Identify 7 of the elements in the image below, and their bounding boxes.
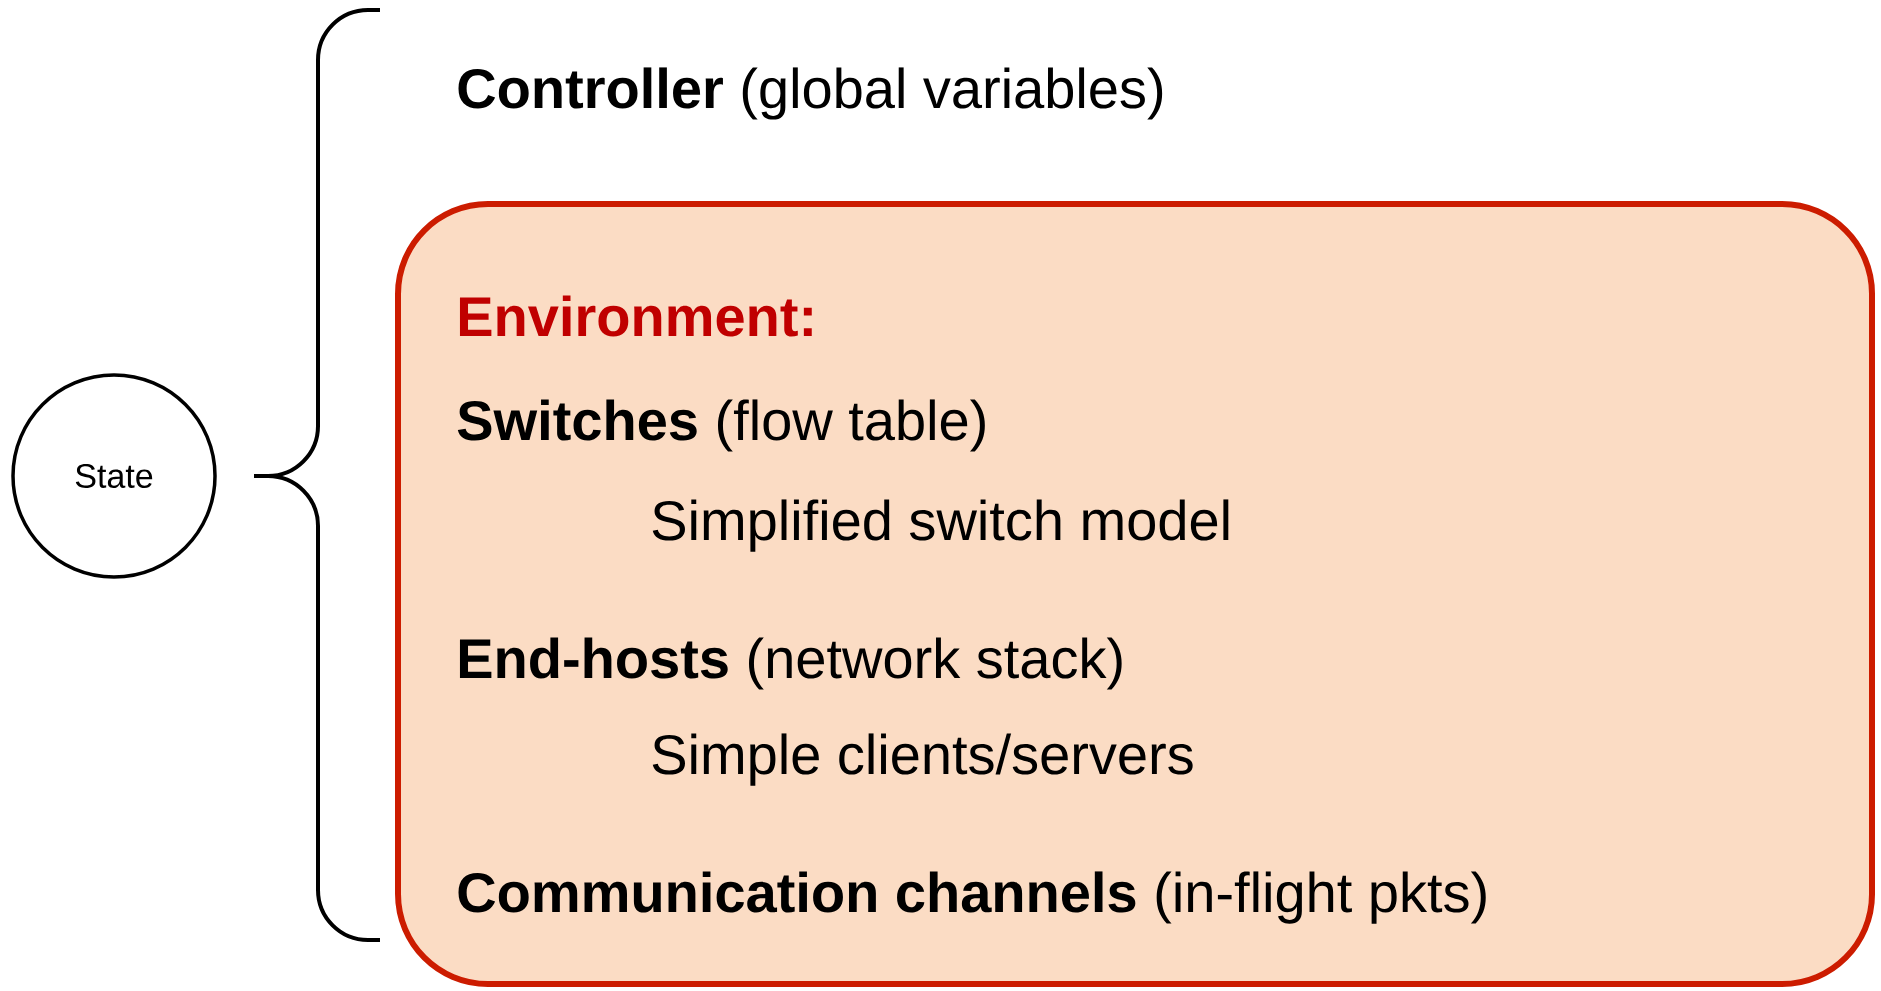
box-text: Switches (flow table) (457, 399, 985, 452)
heading-text: Controller (global variables) (458, 67, 1163, 120)
box-text: Communication channels (in-flight pkts) (458, 871, 1486, 924)
box-heading: Environment: (459, 295, 812, 337)
box-text: Simple clients/servers (652, 733, 1193, 786)
box-text: Simplified switch model (652, 499, 1229, 552)
box-text: End-hosts (network stack) (459, 637, 1122, 690)
